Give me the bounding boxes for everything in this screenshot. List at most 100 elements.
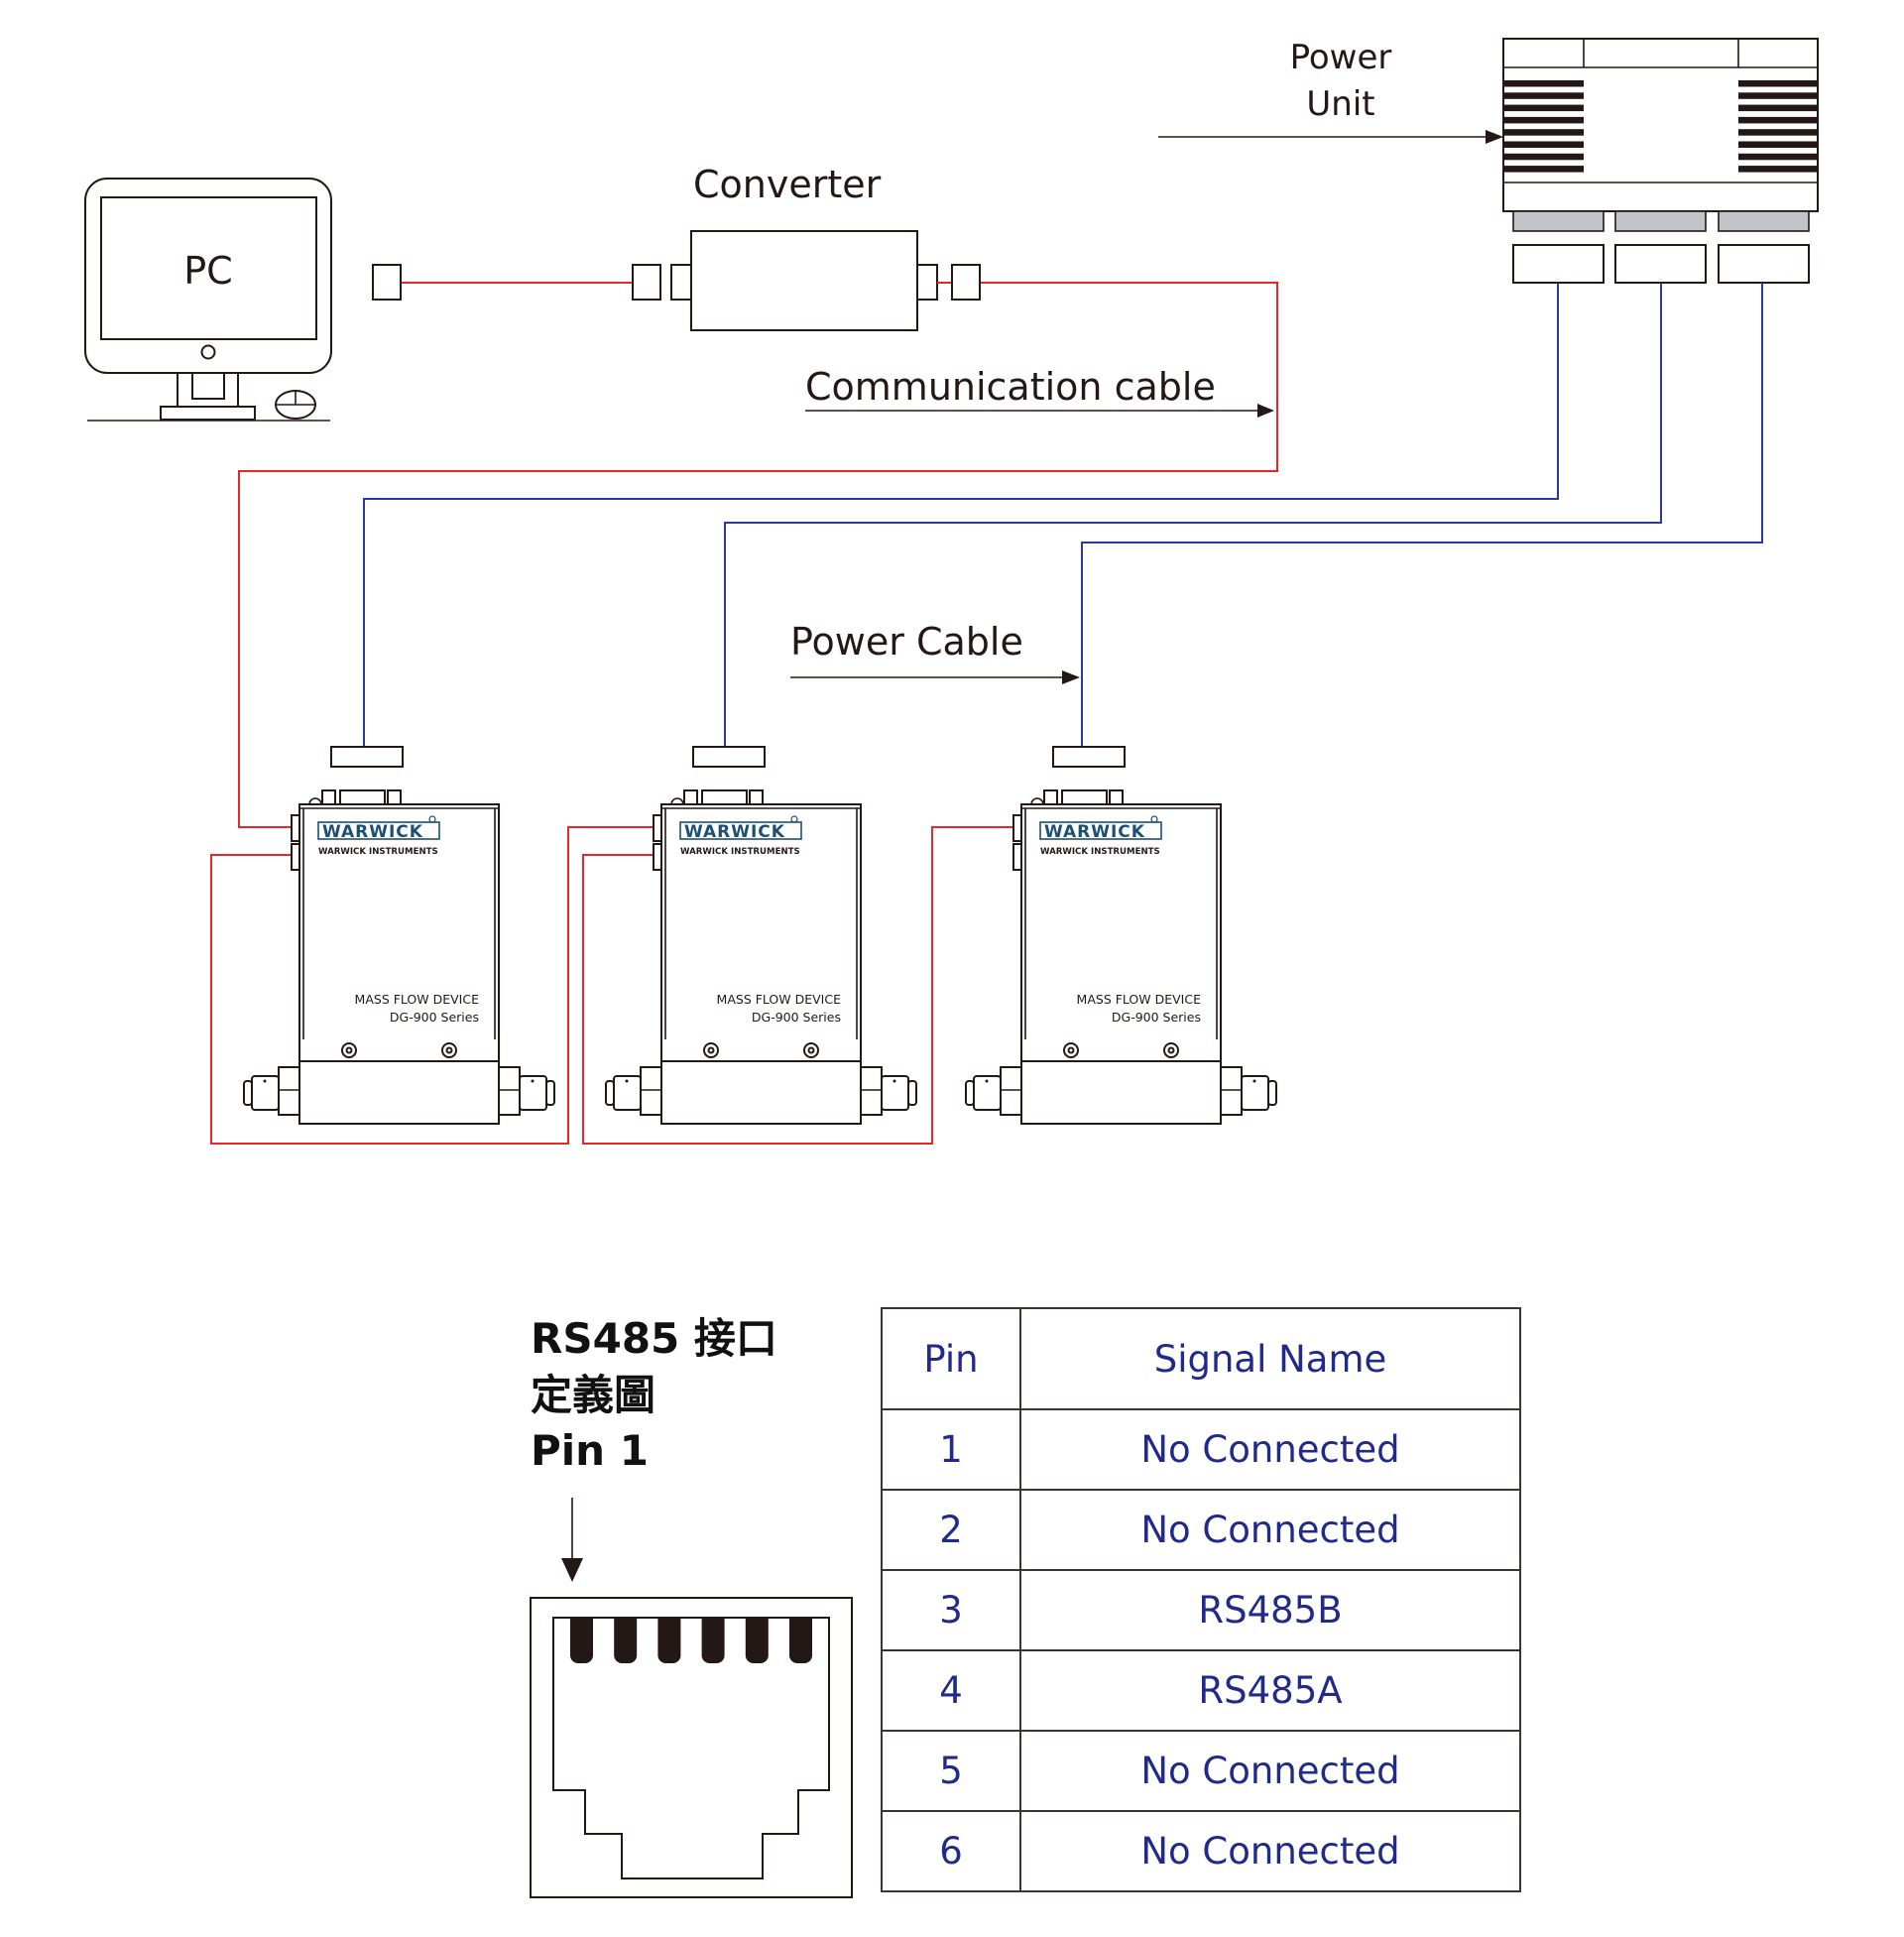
- device-power-connector: [692, 746, 766, 768]
- db-post-right: [387, 789, 402, 805]
- logo-subtitle: WARWICK INSTRUMENTS: [318, 847, 438, 857]
- power-cable-1: [363, 283, 1559, 747]
- power-unit-label-line1: Power: [1290, 38, 1392, 77]
- mass-flow-device-2: WARWICK WARWICK INSTRUMENTS MASS FLOW DE…: [605, 746, 917, 1125]
- vent-slot: [1503, 129, 1584, 136]
- db-post-right: [1109, 789, 1124, 805]
- screw-icon: [803, 1042, 819, 1058]
- vent-slot: [1738, 116, 1818, 124]
- rs485-title-line2: 定義圖: [531, 1371, 655, 1419]
- power-cable-arrow-icon: [1062, 670, 1080, 684]
- db-shell: [1061, 789, 1108, 805]
- vent-slot: [1503, 166, 1584, 173]
- inlet-fitting: [965, 1066, 1022, 1116]
- logo-dot-icon: [790, 815, 798, 823]
- outlet-fitting: [860, 1066, 917, 1116]
- device-power-connector: [330, 746, 404, 768]
- device-name: MASS FLOW DEVICE: [1077, 992, 1202, 1007]
- communication-cable-loop-1: [210, 826, 654, 1145]
- device-power-connector: [1052, 746, 1126, 768]
- power-unit-socket-2: [1614, 244, 1707, 284]
- power-unit-tab-2: [1614, 210, 1707, 232]
- rs485-title-line1: RS485 接口: [531, 1314, 777, 1363]
- vent-slot: [1503, 141, 1584, 148]
- signal-name: RS485A: [1019, 1649, 1521, 1732]
- signal-name: RS485B: [1019, 1569, 1521, 1651]
- logo-subtitle: WARWICK INSTRUMENTS: [680, 847, 800, 857]
- converter-box: [690, 230, 918, 331]
- vent-slot: [1738, 153, 1818, 161]
- rj-pin-2: [614, 1618, 638, 1663]
- pin-number: 3: [881, 1569, 1021, 1651]
- screw-icon: [341, 1042, 357, 1058]
- rj-pin-5: [745, 1618, 769, 1663]
- pc-screen: [100, 196, 317, 340]
- rj-jack-pins: [570, 1618, 812, 1663]
- db-post-left: [683, 789, 698, 805]
- rj-pin-6: [789, 1618, 812, 1663]
- power-unit-tab-3: [1718, 210, 1810, 232]
- converter-input-socket: [670, 264, 693, 301]
- vent-slot: [1738, 166, 1818, 173]
- outlet-fitting: [1220, 1066, 1277, 1116]
- screw-icon: [1163, 1042, 1179, 1058]
- device-name: MASS FLOW DEVICE: [355, 992, 480, 1007]
- pc-stand-inner: [191, 372, 225, 400]
- pc-cable-plug: [372, 264, 402, 301]
- pin-table-header: Pin Signal Name: [881, 1307, 1521, 1410]
- power-unit: Power Unit: [1158, 38, 1819, 284]
- screw-icon: [1063, 1042, 1079, 1058]
- vent-slot: [1738, 80, 1818, 87]
- logo-text: WARWICK: [684, 822, 785, 842]
- pc-computer: PC: [84, 178, 332, 422]
- screw-icon: [703, 1042, 719, 1058]
- mass-flow-device-3: WARWICK WARWICK INSTRUMENTS MASS FLOW DE…: [965, 746, 1277, 1125]
- inlet-fitting: [243, 1066, 300, 1116]
- device-name: MASS FLOW DEVICE: [717, 992, 842, 1007]
- power-unit-socket-1: [1512, 244, 1605, 284]
- device-body: [298, 803, 500, 1062]
- converter-output-socket: [915, 264, 938, 301]
- mass-flow-device-1: WARWICK WARWICK INSTRUMENTS MASS FLOW DE…: [243, 746, 555, 1125]
- power-cable-3: [1081, 283, 1763, 747]
- communication-cable-loop-2: [582, 826, 1013, 1145]
- rj-jack-socket: [552, 1617, 830, 1879]
- vent-slot: [1503, 153, 1584, 161]
- rj-pin-4: [701, 1618, 725, 1663]
- db-shell: [339, 789, 386, 805]
- signal-name: No Connected: [1019, 1810, 1521, 1892]
- screw-icon: [441, 1042, 457, 1058]
- converter: Converter: [670, 163, 938, 331]
- logo-text: WARWICK: [322, 822, 423, 842]
- header-pin: Pin: [881, 1307, 1021, 1410]
- power-cable-label: Power Cable: [790, 620, 1023, 664]
- device-body: [660, 803, 862, 1062]
- signal-name: No Connected: [1019, 1489, 1521, 1571]
- rs485-title-line3: Pin 1: [531, 1426, 649, 1475]
- rj-pin-1: [570, 1618, 593, 1663]
- converter-input-plug: [632, 264, 661, 301]
- vent-slot: [1503, 92, 1584, 99]
- pc-stand-base: [160, 406, 256, 421]
- logo-dot-icon: [1150, 815, 1158, 823]
- communication-cable-main: [238, 282, 1278, 828]
- outlet-fitting: [498, 1066, 555, 1116]
- pin-number: 4: [881, 1649, 1021, 1732]
- logo-text: WARWICK: [1044, 822, 1145, 842]
- db-shell: [701, 789, 748, 805]
- power-unit-body: [1502, 38, 1819, 212]
- pin-number: 5: [881, 1730, 1021, 1812]
- device-led: [670, 797, 684, 805]
- logo-subtitle: WARWICK INSTRUMENTS: [1040, 847, 1160, 857]
- pc-power-button-icon: [200, 344, 216, 360]
- mouse-icon: [275, 390, 316, 420]
- converter-label: Converter: [693, 163, 882, 206]
- device-led: [1030, 797, 1044, 805]
- device-led: [308, 797, 322, 805]
- vent-slot: [1738, 141, 1818, 148]
- inlet-fitting: [605, 1066, 662, 1116]
